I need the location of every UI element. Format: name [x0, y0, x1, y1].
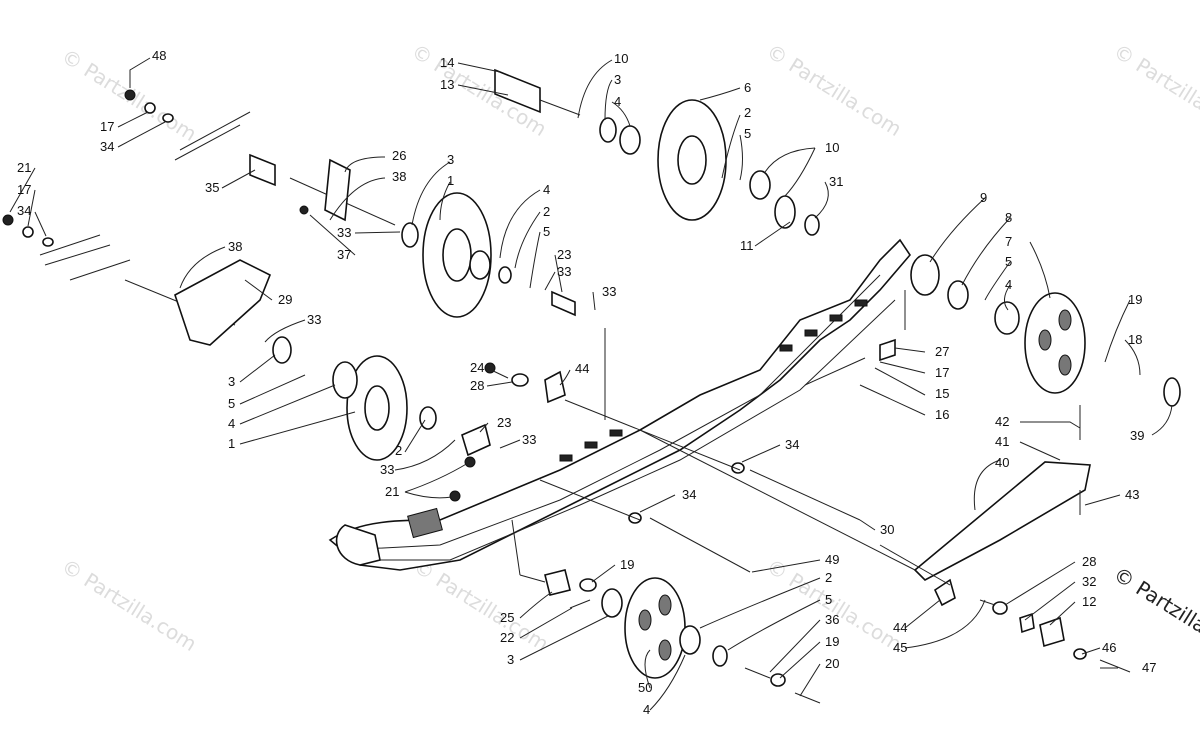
callout-label: 34 — [785, 437, 799, 452]
callout-label: 44 — [893, 620, 907, 635]
left-rail — [39, 111, 251, 281]
callout-label: 33 — [522, 432, 536, 447]
callout-label: 49 — [825, 552, 839, 567]
callout-label: 2 — [744, 105, 751, 120]
callout-label: 17 — [100, 119, 114, 134]
callout-label: 10 — [614, 51, 628, 66]
hardware — [2, 68, 1181, 704]
slide-rail — [328, 238, 912, 571]
callout-label: 41 — [995, 434, 1009, 449]
watermark: © Partzilla.com — [762, 39, 906, 141]
callout-label: 7 — [1005, 234, 1012, 249]
watermark: © Partzilla.com — [1109, 39, 1200, 141]
callout-label: 29 — [278, 292, 292, 307]
leader-lines — [9, 57, 1173, 711]
callouts: 48 17 34 21 17 34 35 26 38 33 37 3 1 14 … — [17, 48, 1156, 717]
callout-label: 5 — [825, 592, 832, 607]
callout-label: 33 — [380, 462, 394, 477]
callout-label: 3 — [228, 374, 235, 389]
callout-label: 44 — [575, 361, 589, 376]
brand-watermark: © Partzilla. — [1109, 562, 1200, 642]
callout-label: 13 — [440, 77, 454, 92]
callout-label: 31 — [829, 174, 843, 189]
callout-label: 19 — [1128, 292, 1142, 307]
callout-label: 12 — [1082, 594, 1096, 609]
callout-label: 17 — [935, 365, 949, 380]
callout-label: 32 — [1082, 574, 1096, 589]
callout-label: 5 — [543, 224, 550, 239]
callout-label: 24 — [470, 360, 484, 375]
callout-label: 27 — [935, 344, 949, 359]
callout-label: 23 — [497, 415, 511, 430]
callout-label: 36 — [825, 612, 839, 627]
callout-label: 2 — [395, 443, 402, 458]
callout-label: 34 — [682, 487, 696, 502]
callout-label: 50 — [638, 680, 652, 695]
callout-label: 1 — [447, 173, 454, 188]
callout-label: 46 — [1102, 640, 1116, 655]
callout-label: 35 — [205, 180, 219, 195]
callout-label: 39 — [1130, 428, 1144, 443]
callout-label: 30 — [880, 522, 894, 537]
callout-label: 43 — [1125, 487, 1139, 502]
callout-label: 28 — [1082, 554, 1096, 569]
callout-label: 3 — [447, 152, 454, 167]
callout-label: 2 — [543, 204, 550, 219]
callout-label: 4 — [614, 94, 621, 109]
callout-label: 22 — [500, 630, 514, 645]
callout-label: 38 — [228, 239, 242, 254]
callout-label: 5 — [1005, 254, 1012, 269]
callout-label: 33 — [337, 225, 351, 240]
callout-label: 33 — [602, 284, 616, 299]
callout-label: 21 — [17, 160, 31, 175]
callout-label: 34 — [17, 203, 31, 218]
callout-label: 5 — [744, 126, 751, 141]
callout-label: 14 — [440, 55, 454, 70]
callout-label: 45 — [893, 640, 907, 655]
callout-label: 5 — [228, 396, 235, 411]
callout-label: 37 — [337, 247, 351, 262]
callout-label: 8 — [1005, 210, 1012, 225]
callout-label: 3 — [507, 652, 514, 667]
callout-label: 16 — [935, 407, 949, 422]
callout-label: 9 — [980, 190, 987, 205]
callout-label: 26 — [392, 148, 406, 163]
wheels — [346, 99, 1086, 679]
callout-label: 18 — [1128, 332, 1142, 347]
callout-label: 6 — [744, 80, 751, 95]
callout-label: 21 — [385, 484, 399, 499]
callout-label: 4 — [228, 416, 235, 431]
callout-label: 4 — [543, 182, 550, 197]
callout-label: 28 — [470, 378, 484, 393]
callout-label: 48 — [152, 48, 166, 63]
callout-label: 2 — [825, 570, 832, 585]
callout-label: 34 — [100, 139, 114, 154]
callout-label: 15 — [935, 386, 949, 401]
callout-label: 17 — [17, 182, 31, 197]
callout-label: 20 — [825, 656, 839, 671]
callout-label: 19 — [825, 634, 839, 649]
callout-label: 33 — [307, 312, 321, 327]
callout-label: 40 — [995, 455, 1009, 470]
callout-label: 42 — [995, 414, 1009, 429]
callout-label: 4 — [1005, 277, 1012, 292]
callout-label: 33 — [557, 264, 571, 279]
callout-label: 47 — [1142, 660, 1156, 675]
callout-label: 3 — [614, 72, 621, 87]
callout-label: 4 — [643, 702, 650, 717]
watermark: © Partzilla.com — [57, 554, 201, 656]
callout-label: 23 — [557, 247, 571, 262]
callout-label: 38 — [392, 169, 406, 184]
callout-label: 1 — [228, 436, 235, 451]
callout-label: 11 — [740, 238, 754, 253]
watermark: © Partzilla.com — [409, 554, 553, 656]
callout-label: 10 — [825, 140, 839, 155]
callout-label: 19 — [620, 557, 634, 572]
callout-label: 25 — [500, 610, 514, 625]
